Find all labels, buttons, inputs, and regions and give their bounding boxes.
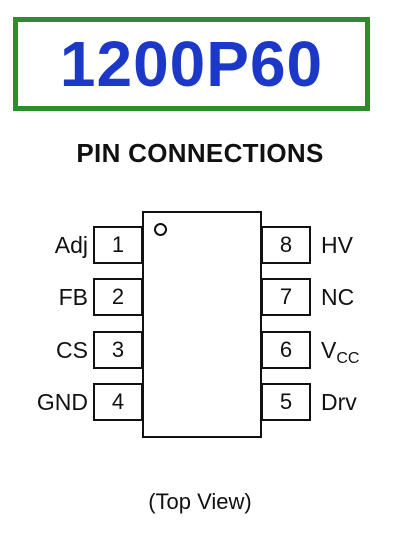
pin1-indicator-icon [154, 223, 167, 236]
pin-label-7: NC [321, 284, 355, 310]
pin-7: 7 [261, 278, 311, 316]
pin-number-1: 1 [111, 232, 125, 257]
pin-connections-heading: PIN CONNECTIONS [76, 138, 324, 168]
pin-label-6-subscript: CC [336, 350, 360, 367]
title-box: 1200P60 [13, 17, 370, 111]
pin-label-8: HV [321, 232, 353, 258]
pin-number-7: 7 [279, 284, 293, 309]
top-view-caption: (Top View) [148, 489, 252, 514]
pin-3: 3 [93, 331, 143, 369]
pin-number-6: 6 [279, 337, 293, 362]
pin-number-8: 8 [279, 232, 293, 257]
pin-number-4: 4 [111, 389, 125, 414]
pin-2: 2 [93, 278, 143, 316]
pin-label-6: VCC [321, 331, 359, 369]
pin-label-4: GND [36, 389, 88, 415]
pin-label-2: FB [58, 284, 88, 310]
pin-5: 5 [261, 383, 311, 421]
pin-4: 4 [93, 383, 143, 421]
part-number-title: 1200P60 [59, 28, 324, 100]
pin-6: 6 [261, 331, 311, 369]
pin-label-5: Drv [321, 389, 357, 415]
pin-label-3: CS [56, 337, 88, 363]
pin-8: 8 [261, 226, 311, 264]
pin-label-1: Adj [54, 232, 88, 258]
pin-number-5: 5 [279, 389, 293, 414]
ic-package-body [142, 211, 262, 438]
pin-1: 1 [93, 226, 143, 264]
pin-number-3: 3 [111, 337, 125, 362]
pin-number-2: 2 [111, 284, 125, 309]
pin-label-6-main: V [321, 337, 337, 363]
